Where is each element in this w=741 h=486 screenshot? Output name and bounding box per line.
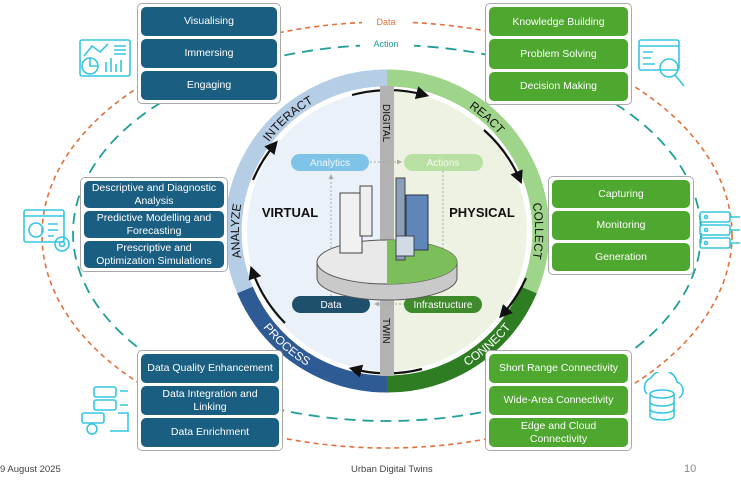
generation-item[interactable]: Generation (552, 242, 690, 271)
decision-making-item[interactable]: Decision Making (489, 71, 628, 101)
predictive-modelling-item[interactable]: Predictive Modelling and Forecasting (84, 211, 224, 238)
connect-group: Short Range Connectivity Wide-Area Conne… (485, 350, 632, 451)
footer-title: Urban Digital Twins (351, 464, 433, 475)
descriptive-analysis-item[interactable]: Descriptive and Diagnostic Analysis (84, 181, 224, 208)
cloud-database-icon (643, 372, 684, 421)
svg-text:COLLECT: COLLECT (529, 202, 546, 261)
data-quality-item[interactable]: Data Quality Enhancement (141, 354, 279, 383)
city-illustration (316, 177, 458, 301)
wide-area-item[interactable]: Wide-Area Connectivity (489, 386, 628, 415)
page-number: 10 (684, 463, 697, 475)
infrastructure-pill: Infrastructure (414, 300, 473, 311)
capturing-item[interactable]: Capturing (552, 180, 690, 209)
process-group: Data Quality Enhancement Data Integratio… (137, 350, 283, 451)
ring-label-analyze: ANALYZE (228, 202, 244, 259)
analytics-dashboard-icon (79, 39, 131, 77)
data-integration-item[interactable]: Data Integration and Linking (141, 386, 279, 415)
twin-label: TWIN (380, 318, 391, 344)
visualising-item[interactable]: Visualising (141, 7, 277, 36)
physical-label: PHYSICAL (449, 205, 515, 220)
react-group: Knowledge Building Problem Solving Decis… (485, 3, 632, 105)
svg-text:ANALYZE: ANALYZE (228, 202, 244, 259)
analyze-group: Descriptive and Diagnostic Analysis Pred… (80, 177, 228, 272)
analytics-pill: Analytics (310, 158, 350, 169)
interact-group: Visualising Immersing Engaging (137, 3, 281, 104)
actions-pill: Actions (427, 158, 460, 169)
monitoring-item[interactable]: Monitoring (552, 211, 690, 240)
prescriptive-simulations-item[interactable]: Prescriptive and Optimization Simulation… (84, 241, 224, 268)
short-range-item[interactable]: Short Range Connectivity (489, 354, 628, 383)
digital-label: DIGITAL (380, 104, 391, 143)
edge-cloud-item[interactable]: Edge and Cloud Connectivity (489, 418, 628, 447)
action-flow-arc (72, 44, 702, 422)
knowledge-building-item[interactable]: Knowledge Building (489, 7, 628, 37)
search-report-icon (638, 39, 685, 87)
data-processing-icon (81, 386, 129, 435)
ring-label-collect: COLLECT (529, 202, 546, 261)
footer-date: 9 August 2025 (0, 464, 61, 475)
problem-solving-item[interactable]: Problem Solving (489, 39, 628, 69)
analysis-settings-icon (23, 209, 70, 252)
virtual-label: VIRTUAL (262, 205, 318, 220)
engaging-item[interactable]: Engaging (141, 71, 277, 100)
data-pill: Data (320, 300, 342, 311)
collect-group: Capturing Monitoring Generation (548, 176, 694, 275)
server-rack-icon (699, 211, 740, 249)
action-arc-label: Action (373, 39, 398, 49)
immersing-item[interactable]: Immersing (141, 39, 277, 68)
data-enrichment-item[interactable]: Data Enrichment (141, 418, 279, 447)
data-arc-label: Data (376, 17, 395, 27)
